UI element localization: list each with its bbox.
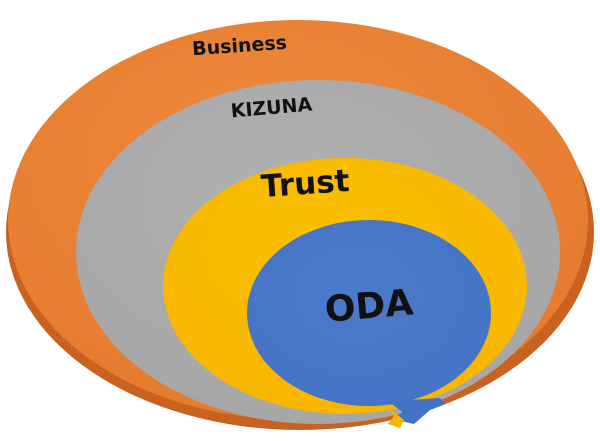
oda-layer	[247, 220, 491, 406]
bottom-notch	[392, 398, 446, 424]
oda-label: ODA	[323, 282, 415, 331]
bottom-notch-edge	[386, 406, 404, 428]
trust-label: Trust	[260, 163, 351, 205]
